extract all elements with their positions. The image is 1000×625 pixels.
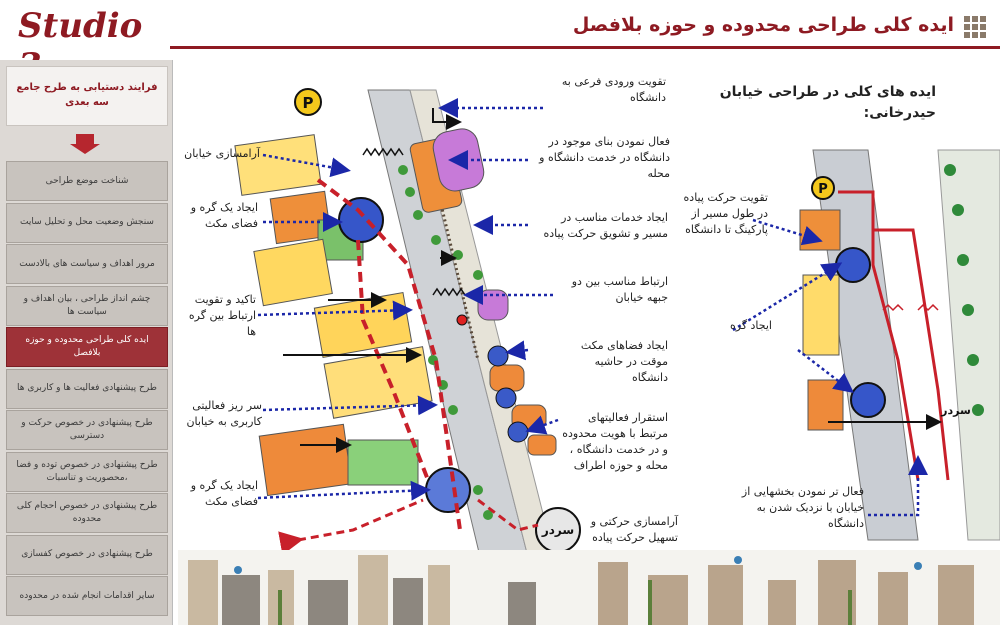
sidebar-step[interactable]: سایر اقدامات انجام شده در محدوده (6, 576, 168, 616)
label-temporary-pause: ایجاد فضاهای مکث موقت در حاشیه دانشگاه (580, 339, 668, 384)
parcel (799, 209, 841, 251)
site-plan-sketch: P سردر P سردر (178, 88, 1000, 625)
sidebar-step-label: طرح پیشنهادی فعالیت ها و کاربری ها (17, 383, 157, 393)
header-rule (170, 46, 1000, 49)
panel-title: ایده های کلی در طراحی خیابان حیدرخانی: (719, 84, 936, 121)
parcel (477, 289, 509, 321)
label-street-calming: آرامسازی خیابان (184, 147, 260, 160)
sidebar-step-label: مرور اهداف و سیاست های بالادست (19, 258, 155, 269)
sidebar-step[interactable]: ایده کلی طراحی محدوده و حوزه بلافصل (6, 327, 168, 367)
sidebar: فرایند دستیابی به طرح جامع سه بعدی شناخت… (0, 60, 173, 625)
design-diagram: P سردر P سردر (178, 60, 1000, 625)
parcel (802, 274, 840, 356)
parking-letter: P (818, 182, 828, 197)
node-circle (456, 314, 468, 326)
label-node-pause-1: ایجاد یک گره و فضای مکث (190, 201, 258, 230)
sidebar-step-label: سایر اقدامات انجام شده در محدوده (19, 590, 155, 601)
label-services: ایجاد خدمات مناسب در مسیر و تشویق حرکت پ… (543, 211, 669, 240)
sidebar-step[interactable]: مرور اهداف و سیاست های بالادست (6, 244, 168, 284)
sidebar-step[interactable]: طرح پیشنهادی فعالیت ها و کاربری ها (6, 368, 168, 409)
gate-label: سردر (541, 523, 574, 537)
calming-zigzag (432, 287, 466, 297)
node-circle (495, 387, 517, 409)
sidebar-step[interactable]: شناخت موضع طراحی (6, 161, 168, 201)
node-circle (507, 421, 529, 443)
parcel (527, 434, 557, 456)
pedestrian-route (477, 498, 539, 532)
node-circle (338, 197, 384, 243)
node-circle (487, 345, 509, 367)
pedestrian-route (316, 178, 462, 531)
calming-zigzag (882, 303, 939, 312)
sidebar-step[interactable]: چشم انداز طراحی ، بیان اهداف و سیاست ها (6, 285, 168, 326)
sidebar-step-label: طرح پیشنهادی در خصوص توده و فضا ،محصوریت… (16, 459, 158, 483)
sidebar-step-label: سنجش وضعیت محل و تحلیل سایت (20, 217, 154, 227)
parcel (253, 238, 333, 307)
parcel (347, 439, 419, 486)
parcel (489, 364, 525, 392)
sidebar-step[interactable]: سنجش وضعیت محل و تحلیل سایت (6, 202, 168, 243)
label-activate-street: فعال تر نمودن بخشهایی از خیابان با نزدیک… (741, 485, 864, 530)
parking-icon (294, 88, 322, 116)
label-activate-building: فعال نمودن بنای موجود در دانشگاه در خدمت… (539, 135, 670, 180)
grid-icon (964, 16, 986, 38)
node-circle (425, 467, 471, 513)
label-node-pause-2: ایجاد یک گره و فضای مکث (190, 479, 258, 508)
label-identity-activities: استقرار فعالیتهای مرتبط با هویت محدوده و… (562, 411, 668, 472)
access-arrow (432, 108, 462, 130)
sidebar-step[interactable]: طرح پیشنهادی در خصوص حرکت و دسترسی (6, 410, 168, 450)
university-edge (937, 149, 1000, 541)
sidebar-step-label: چشم انداز طراحی ، بیان اهداف و سیاست ها (23, 293, 151, 317)
label-pedestrian-route: تقویت حرکت پیاده در طول مسیر از پارکینگ … (683, 191, 768, 236)
pedestrian-route (838, 190, 950, 481)
pedestrian-route (278, 498, 424, 556)
label-node-links: تاکید و تقویت ارتباط بین گره ها (188, 293, 256, 338)
label-node: ایجاد گره (729, 319, 772, 332)
label-side-entrance: تقویت ورودی فرعی به دانشگاه (561, 75, 666, 104)
label-activity-overflow: سر ریز فعالیتی کاربری به خیابان (186, 399, 262, 428)
parcel (258, 423, 353, 497)
studio-logo: Studio 3 (0, 0, 170, 86)
sidebar-step-label: شناخت موضع طراحی (45, 175, 129, 186)
parcel (234, 134, 322, 196)
skyline-illustration (178, 550, 1000, 625)
parking-icon (811, 176, 835, 200)
gate-label: سردر (940, 404, 971, 417)
calming-zigzag (362, 147, 404, 157)
label-traffic-calming: آرامسازی حرکتی و تسهیل حرکت پیاده (590, 515, 678, 544)
sidebar-step[interactable]: طرح پیشنهادی در خصوص توده و فضا ،محصوریت… (6, 451, 168, 492)
sidebar-heading: فرایند دستیابی به طرح جامع سه بعدی (6, 66, 168, 126)
node-circle (850, 382, 886, 418)
node-circle (835, 247, 871, 283)
sidebar-step-label: طرح پیشنهادی در خصوص کفسازی (21, 549, 153, 559)
sidebar-step-label: طرح پیشنهادی در خصوص احجام کلی محدوده (16, 501, 158, 524)
sidebar-step[interactable]: طرح پیشنهادی در خصوص احجام کلی محدوده (6, 493, 168, 533)
label-street-connection: ارتباط مناسب بین دو جبهه خیابان (571, 275, 668, 304)
sidebar-step[interactable]: طرح پیشنهادی در خصوص کفسازی (6, 534, 168, 575)
parking-letter: P (303, 94, 314, 112)
page-title: ایده کلی طراحی محدوده و حوزه بلافصل (572, 14, 954, 36)
sidebar-step-label: طرح پیشنهادی در خصوص حرکت و دسترسی (21, 418, 153, 441)
sidebar-step-label: ایده کلی طراحی محدوده و حوزه بلافصل (25, 335, 149, 358)
